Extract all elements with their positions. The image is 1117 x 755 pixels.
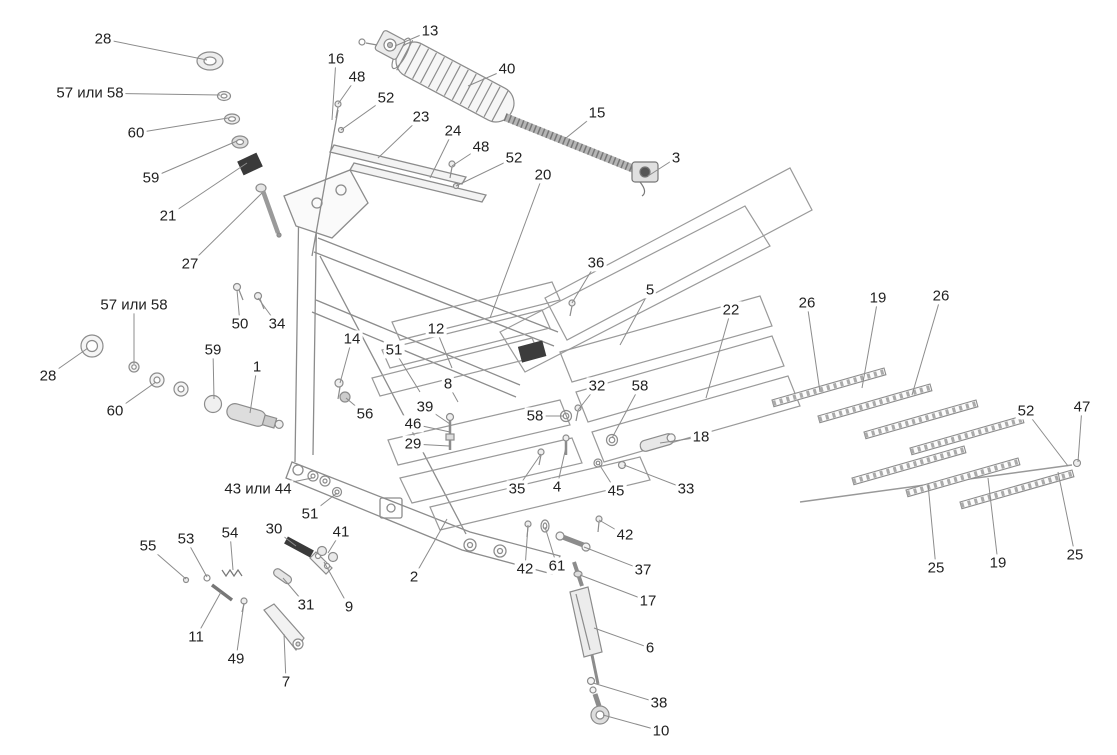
leader-line-6 — [593, 627, 651, 649]
leader-line-41 — [327, 531, 342, 554]
leader-line-47 — [1077, 406, 1083, 463]
leader-line-10 — [602, 714, 662, 732]
leader-line-9 — [323, 561, 350, 608]
leader-line-2 — [413, 518, 448, 578]
leader-line-36 — [571, 262, 597, 304]
plate-part-21 — [237, 152, 263, 176]
leader-line-23 — [377, 116, 422, 159]
leader-line-27 — [189, 192, 263, 265]
leader-line-55 — [147, 545, 187, 580]
leader-line-37 — [583, 546, 644, 571]
leader-line-60 — [114, 381, 157, 412]
leader-line-17 — [579, 574, 649, 602]
leader-line-5 — [619, 289, 651, 346]
spring-part-40 — [391, 37, 515, 123]
leader-line-25 — [1057, 471, 1076, 556]
leader-line-52 — [455, 157, 515, 187]
leader-line-8 — [447, 383, 459, 403]
leader-line-28 — [102, 38, 208, 61]
leader-line-56 — [345, 397, 366, 415]
leader-line-21 — [167, 162, 248, 217]
leader-line-52 — [340, 97, 387, 131]
leader-line-31 — [282, 577, 307, 606]
leader-line-48 — [451, 146, 482, 167]
slat-strip — [959, 469, 1075, 510]
slat-strip — [909, 415, 1025, 456]
leader-line-53 — [185, 538, 208, 578]
slat-strip — [771, 367, 887, 408]
leader-line-59 — [212, 349, 215, 400]
leader-line-7 — [283, 633, 287, 683]
leader-lines — [47, 30, 1083, 732]
clevis-part-3 — [631, 161, 659, 197]
leader-line-45 — [598, 463, 617, 492]
leader-line-58 — [611, 385, 641, 439]
machine-frame — [283, 109, 561, 575]
leader-line-50 — [236, 289, 241, 325]
leader-line-42 — [598, 519, 626, 536]
leader-line-33 — [623, 464, 687, 490]
leader-line-29 — [412, 443, 450, 447]
leader-line-51 — [309, 492, 338, 515]
fastener-stack-top-left — [196, 51, 282, 238]
leader-line-22 — [705, 309, 732, 399]
leader-line-61 — [544, 526, 558, 567]
leader-line-16 — [331, 58, 337, 121]
cylinder-assembly — [524, 515, 610, 725]
leader-line-59 — [150, 140, 238, 179]
leader-line-57 или 58 — [89, 92, 221, 96]
leader-line-25 — [927, 483, 937, 569]
leader-line-20 — [489, 174, 544, 319]
leader-line-38 — [592, 682, 660, 704]
leader-line-11 — [195, 591, 222, 638]
leader-line-46 — [412, 423, 451, 433]
leader-line-26 — [806, 302, 821, 393]
fastener-row-mid-left — [80, 282, 351, 429]
leader-line-60 — [135, 117, 229, 134]
slat-strip — [851, 445, 967, 486]
leader-line-15 — [565, 112, 598, 139]
leader-line-28 — [47, 347, 89, 377]
leader-line-19 — [987, 477, 999, 564]
leader-line-43 или 44 — [257, 477, 313, 490]
roller-part-18 — [639, 433, 676, 452]
slat-strip — [863, 399, 979, 440]
leader-line-26 — [911, 295, 942, 396]
rod-part-15 — [503, 113, 636, 173]
leader-line-48 — [337, 76, 358, 105]
leader-line-14 — [339, 338, 353, 384]
leader-line-34 — [257, 297, 278, 325]
slat-strip — [817, 383, 933, 424]
top-bolts — [334, 100, 460, 190]
leader-line-49 — [235, 602, 245, 660]
spindle-part-1 — [226, 403, 284, 429]
pin-part-27 — [255, 183, 282, 238]
leader-line-52 — [1025, 410, 1069, 467]
leader-line-32 — [577, 385, 598, 411]
slat-strip — [905, 457, 1021, 498]
leader-line-1 — [249, 366, 258, 414]
leader-line-54 — [229, 532, 234, 571]
leader-line-19 — [861, 297, 879, 389]
lever-assembly — [182, 470, 343, 652]
bracket-part-13 — [358, 30, 406, 60]
panel-set — [371, 167, 813, 531]
slat-set — [771, 367, 1082, 510]
